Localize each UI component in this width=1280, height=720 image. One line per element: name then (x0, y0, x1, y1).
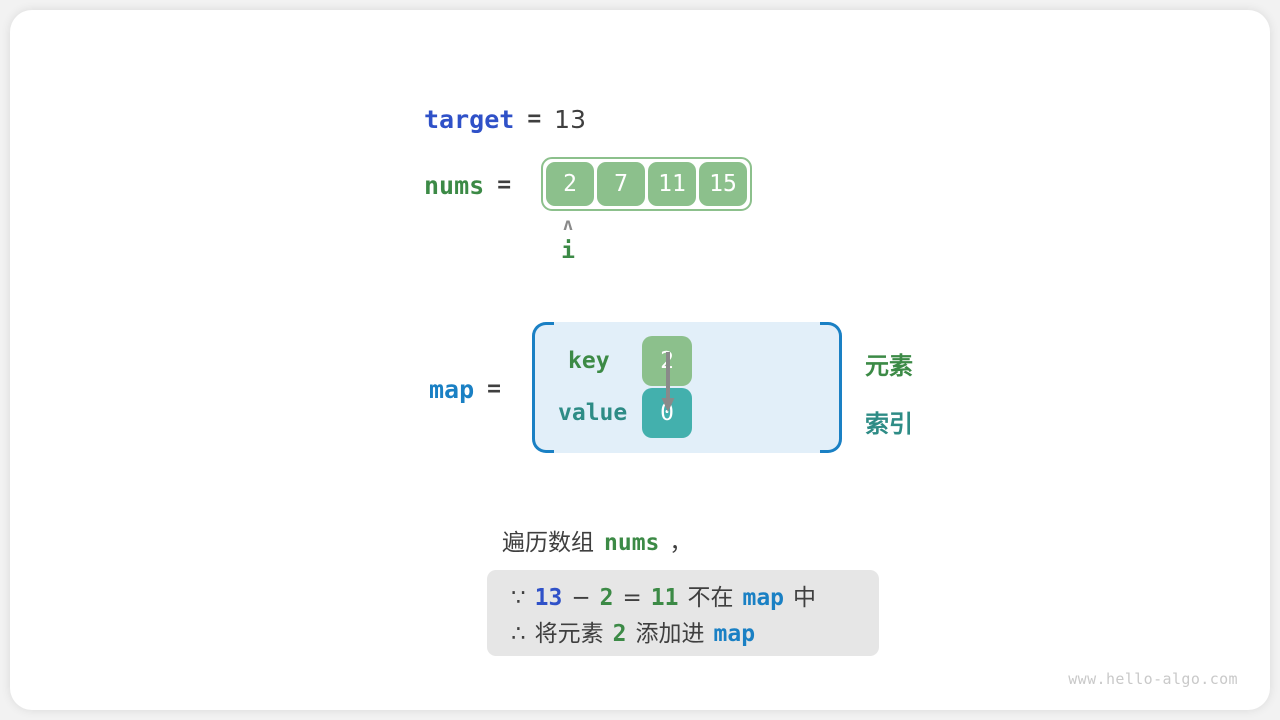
info-result: 11 (650, 585, 679, 611)
caption-prefix: 遍历数组 (502, 530, 594, 556)
explanation-line-2: ∴ 将元素 2 添加进 map (511, 616, 855, 652)
array-cell: 11 (648, 162, 696, 206)
label-element: 元素 (865, 352, 913, 380)
info-operand-b: 2 (599, 585, 614, 611)
info-line1-map: map (742, 585, 785, 611)
nums-array: 2 7 11 15 (541, 157, 752, 211)
target-label: target (424, 104, 515, 134)
info-line2-num: 2 (612, 621, 627, 647)
target-equals: = (527, 106, 542, 132)
target-value: 13 (554, 104, 586, 134)
caption-text: 遍历数组 nums ， (502, 523, 692, 557)
map-equals: = (487, 376, 502, 402)
label-index: 索引 (865, 410, 913, 438)
explanation-box: ∵ 13 − 2 = 11 不在 map 中 ∴ (487, 570, 879, 656)
map-key-label: key (568, 348, 610, 374)
info-line1-mid: 不在 (687, 585, 734, 611)
map-label: map (429, 374, 475, 404)
target-row: target = 13 (424, 102, 586, 136)
map-bracket-right (820, 322, 842, 453)
map-key-cell: 2 (642, 336, 692, 386)
map-value-label: value (558, 400, 628, 426)
map-container: key value 2 0 (532, 322, 842, 453)
pointer-label: i (561, 238, 575, 264)
nums-label: nums (424, 170, 485, 200)
info-operand-a: 13 (534, 585, 563, 611)
map-value-cell: 0 (642, 388, 692, 438)
diagram-card: target = 13 nums = 2 7 11 15 ʌ i map = (10, 10, 1270, 710)
array-cell: 7 (597, 162, 645, 206)
caption-suffix: ， (669, 530, 693, 556)
side-labels: 元素 索引 (865, 346, 975, 439)
map-row: map = (429, 372, 514, 406)
array-cell: 15 (699, 162, 747, 206)
therefore-symbol: ∴ (511, 621, 526, 647)
caption-variable: nums (604, 530, 660, 556)
nums-row: nums = (424, 168, 524, 202)
caret-up-icon: ʌ (562, 215, 574, 235)
nums-equals: = (497, 172, 512, 198)
because-symbol: ∵ (511, 585, 526, 611)
index-pointer: ʌ i (541, 216, 595, 265)
watermark: www.hello-algo.com (1068, 670, 1238, 688)
info-line2-lead: 将元素 (534, 621, 604, 647)
map-bracket-left (532, 322, 554, 453)
equals-symbol: = (622, 585, 642, 611)
info-line1-end: 中 (793, 585, 817, 611)
minus-symbol: − (571, 585, 591, 611)
explanation-line-1: ∵ 13 − 2 = 11 不在 map 中 (511, 580, 855, 616)
info-line2-mid: 添加进 (635, 621, 705, 647)
info-line2-map: map (713, 621, 756, 647)
array-cell: 2 (546, 162, 594, 206)
